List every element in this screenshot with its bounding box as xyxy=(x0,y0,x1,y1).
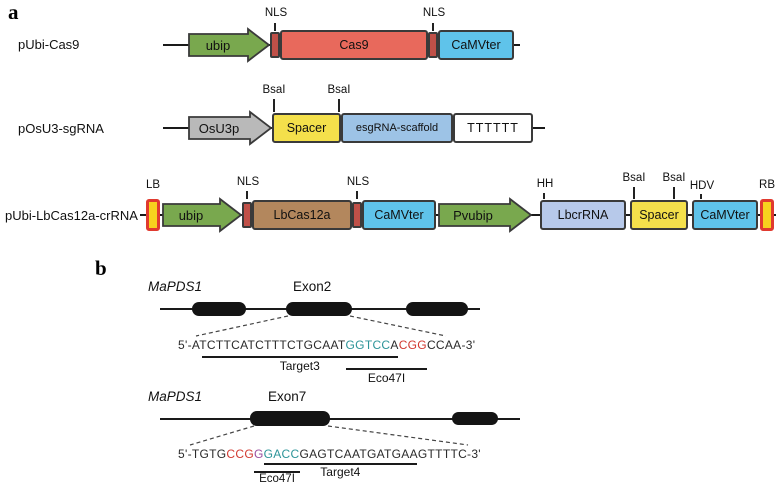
right-border-box xyxy=(760,199,774,231)
exon-name-1: Exon2 xyxy=(293,279,332,294)
camvter-box-2: CaMVter xyxy=(362,200,436,230)
promoter-label-osu3p: OsU3p xyxy=(199,121,239,136)
hdv-ribozyme-label: HDV xyxy=(689,180,715,192)
tick xyxy=(700,194,702,199)
eco47i-underline-1 xyxy=(346,368,427,370)
lbcas12a-box: LbCas12a xyxy=(252,200,352,230)
camvter-box-3: CaMVter xyxy=(692,200,758,230)
spacer-label-2: Spacer xyxy=(639,208,679,222)
sequence-2: 5'-TGTGCCGGGACCGAGTCAATGATGAAGTTTTC-3' xyxy=(178,447,481,461)
hh-ribozyme-label: HH xyxy=(536,178,554,190)
tick xyxy=(246,191,248,199)
eco47i-label-1: Eco47I xyxy=(367,371,406,385)
seq-segment: GAGTCAATGATGAAGTTTTC-3' xyxy=(299,447,481,461)
promoter-label-ubip-2: ubip xyxy=(179,208,204,223)
seq-segment-pam: CGG xyxy=(398,338,427,352)
tick xyxy=(673,187,675,199)
target3-underline xyxy=(201,356,398,358)
seq-segment-target: GGTCC xyxy=(345,338,391,352)
gene-name-2: MaPDS1 xyxy=(148,389,203,404)
seq-segment: A xyxy=(390,338,399,352)
eco47i-underline-2 xyxy=(254,471,300,473)
cas9-box: Cas9 xyxy=(280,30,428,60)
nls-box-4 xyxy=(352,202,362,228)
lbcas12a-label: LbCas12a xyxy=(273,208,331,222)
spacer-label-1: Spacer xyxy=(286,121,327,135)
promoter-arrow-ubip-1: ubip xyxy=(188,27,271,63)
seq-segment: 5'-ATCTTCATCTTTCTGCAAT xyxy=(178,338,346,352)
tick xyxy=(432,23,434,31)
tick xyxy=(543,193,545,199)
nls-box-2 xyxy=(428,32,438,58)
sgrna-scaffold-box: esgRNA-scaffold xyxy=(341,113,453,143)
tick xyxy=(273,99,275,112)
rb-label: RB xyxy=(759,179,775,191)
target3-label: Target3 xyxy=(279,359,320,373)
exon-name-2: Exon7 xyxy=(268,389,307,404)
bsai-label-2: BsaI xyxy=(327,84,351,96)
gene-line-2 xyxy=(160,418,520,420)
tick xyxy=(274,23,276,31)
lb-label: LB xyxy=(145,179,161,191)
nls-label-2: NLS xyxy=(422,7,446,19)
target4-label: Target4 xyxy=(320,465,361,479)
seq-segment: G xyxy=(253,447,264,461)
camvter-label-1: CaMVter xyxy=(451,38,501,52)
spacer-box-1: Spacer xyxy=(272,113,341,143)
sgrna-scaffold-label: esgRNA-scaffold xyxy=(355,122,439,134)
panel-a-label: a xyxy=(8,0,19,24)
target4-underline xyxy=(264,463,417,465)
seq-segment-target: GACC xyxy=(263,447,300,461)
promoter-label-pvubip: Pvubip xyxy=(453,208,493,223)
nls-label-4: NLS xyxy=(346,176,370,188)
promoter-arrow-pvubip: Pvubip xyxy=(438,197,533,233)
bsai-label-1: BsaI xyxy=(262,84,286,96)
promoter-label-ubip-1: ubip xyxy=(206,38,231,53)
exon-block xyxy=(192,302,246,316)
tick xyxy=(356,191,358,199)
nls-box-3 xyxy=(242,202,252,228)
nls-box-1 xyxy=(270,32,280,58)
seq-segment: 5'-TGTG xyxy=(178,447,227,461)
gene-name-1: MaPDS1 xyxy=(148,279,203,294)
left-border-box xyxy=(146,199,160,231)
exon-block xyxy=(406,302,468,316)
construct1-name: pUbi-Cas9 xyxy=(18,37,80,52)
exon-block xyxy=(286,302,352,316)
tick xyxy=(633,187,635,199)
lbcrrna-box: LbcrRNA xyxy=(540,200,626,230)
spacer-box-2: Spacer xyxy=(630,200,688,230)
bsai-label-3: BsaI xyxy=(622,172,646,184)
nls-label-1: NLS xyxy=(264,7,288,19)
camvter-label-2: CaMVter xyxy=(374,208,424,222)
construct2-name: pOsU3-sgRNA xyxy=(18,121,104,136)
exon-block xyxy=(452,412,498,425)
tick xyxy=(338,99,340,112)
polyt-box: TTTTTT xyxy=(453,113,533,143)
lbcrrna-label: LbcrRNA xyxy=(557,208,609,222)
seq-segment: CCAA-3' xyxy=(426,338,476,352)
sequence-1: 5'-ATCTTCATCTTTCTGCAATGGTCCACGGCCAA-3' xyxy=(178,338,475,352)
construct3-name: pUbi-LbCas12a-crRNA xyxy=(5,208,138,223)
camvter-label-3: CaMVter xyxy=(700,208,750,222)
eco47i-label-2: Eco47I xyxy=(259,473,295,485)
panel-b-label: b xyxy=(95,256,107,280)
exon-block xyxy=(250,411,330,426)
camvter-box-1: CaMVter xyxy=(438,30,514,60)
bsai-label-4: BsaI xyxy=(662,172,686,184)
promoter-arrow-osu3p: OsU3p xyxy=(188,110,273,146)
promoter-arrow-ubip-2: ubip xyxy=(162,197,243,233)
nls-label-3: NLS xyxy=(236,176,260,188)
polyt-label: TTTTTT xyxy=(467,121,519,135)
cas9-label: Cas9 xyxy=(339,38,369,52)
seq-segment-pam: CCG xyxy=(226,447,254,461)
